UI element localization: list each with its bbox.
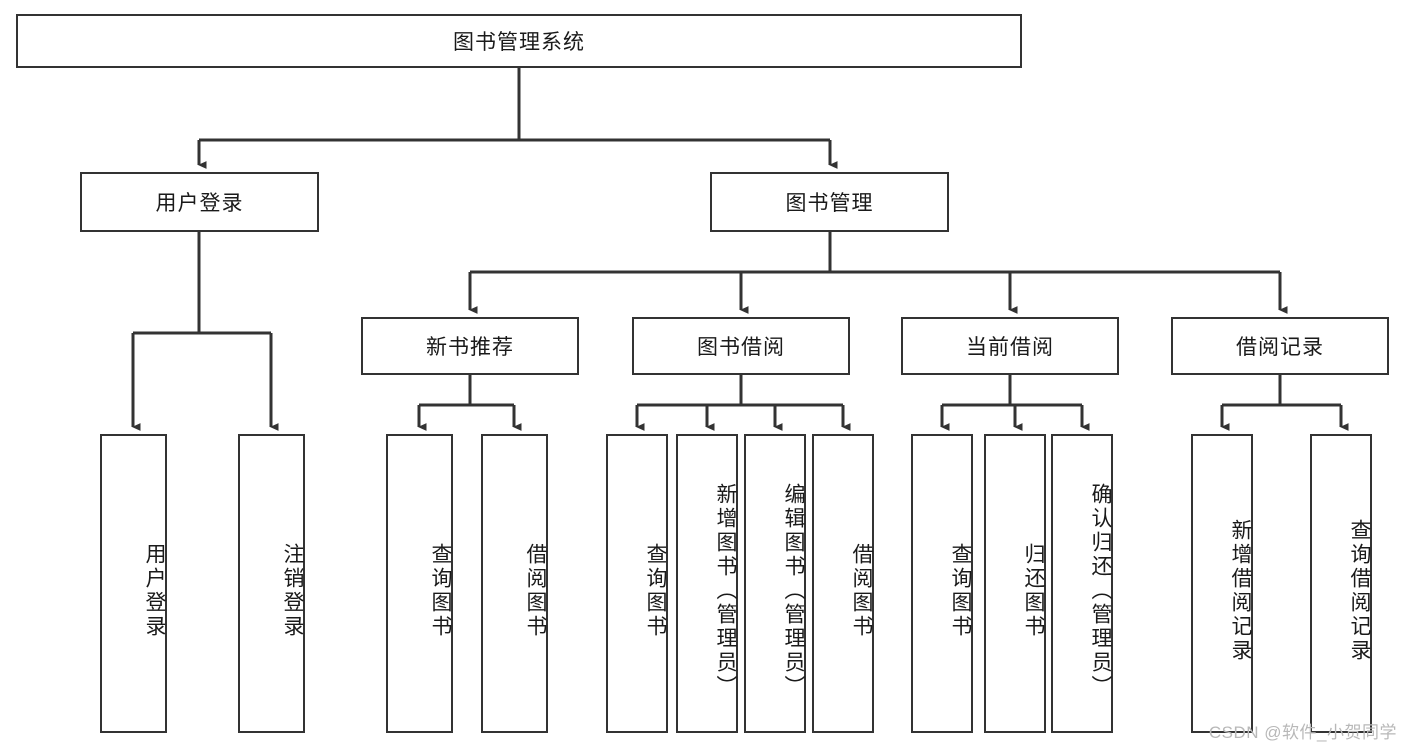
node-leaf-query-borrow-record[interactable]: 查询借阅记录 (1310, 434, 1372, 733)
node-leaf-query-book-current[interactable]: 查询图书 (911, 434, 973, 733)
node-leaf-return-book-label: 归还图书 (1022, 542, 1045, 639)
node-leaf-borrow-book-newbook[interactable]: 借阅图书 (481, 434, 548, 733)
node-root-label: 图书管理系统 (453, 31, 585, 54)
node-leaf-confirm-return-admin-label: 确认归还（管理员） (1089, 482, 1112, 699)
node-leaf-user-login[interactable]: 用户登录 (100, 434, 167, 733)
node-root[interactable]: 图书管理系统 (16, 14, 1022, 68)
node-leaf-query-book-current-label: 查询图书 (949, 542, 972, 639)
node-new-book-recommend[interactable]: 新书推荐 (361, 317, 579, 375)
node-leaf-query-borrow-record-label: 查询借阅记录 (1348, 518, 1371, 663)
node-leaf-query-book-newbook-label: 查询图书 (429, 542, 452, 639)
node-leaf-add-borrow-record[interactable]: 新增借阅记录 (1191, 434, 1253, 733)
node-leaf-query-book-borrow[interactable]: 查询图书 (606, 434, 668, 733)
node-leaf-edit-book-admin-label: 编辑图书（管理员） (782, 482, 805, 699)
node-current-borrow-label: 当前借阅 (966, 336, 1054, 359)
csdn-watermark: CSDN @软件_小贺同学 (1208, 723, 1397, 742)
node-new-book-recommend-label: 新书推荐 (426, 336, 514, 359)
node-leaf-logout-label: 注销登录 (281, 542, 304, 639)
node-leaf-add-book-admin-label: 新增图书（管理员） (714, 482, 737, 699)
node-user-login[interactable]: 用户登录 (80, 172, 319, 232)
node-borrow-records[interactable]: 借阅记录 (1171, 317, 1389, 375)
node-book-borrow-label: 图书借阅 (697, 336, 785, 359)
node-leaf-borrow-book-label: 借阅图书 (850, 542, 873, 639)
node-leaf-edit-book-admin[interactable]: 编辑图书（管理员） (744, 434, 806, 733)
node-leaf-query-book-newbook[interactable]: 查询图书 (386, 434, 453, 733)
node-leaf-logout[interactable]: 注销登录 (238, 434, 305, 733)
node-leaf-query-book-borrow-label: 查询图书 (644, 542, 667, 639)
node-user-login-label: 用户登录 (155, 192, 244, 215)
node-borrow-records-label: 借阅记录 (1236, 336, 1324, 359)
node-book-borrow[interactable]: 图书借阅 (632, 317, 850, 375)
node-leaf-add-borrow-record-label: 新增借阅记录 (1229, 518, 1252, 663)
node-leaf-user-login-label: 用户登录 (143, 542, 166, 639)
node-leaf-borrow-book[interactable]: 借阅图书 (812, 434, 874, 733)
node-current-borrow[interactable]: 当前借阅 (901, 317, 1119, 375)
node-leaf-return-book[interactable]: 归还图书 (984, 434, 1046, 733)
node-leaf-add-book-admin[interactable]: 新增图书（管理员） (676, 434, 738, 733)
node-leaf-confirm-return-admin[interactable]: 确认归还（管理员） (1051, 434, 1113, 733)
node-book-management[interactable]: 图书管理 (710, 172, 949, 232)
node-leaf-borrow-book-newbook-label: 借阅图书 (524, 542, 547, 639)
node-book-management-label: 图书管理 (785, 192, 874, 215)
